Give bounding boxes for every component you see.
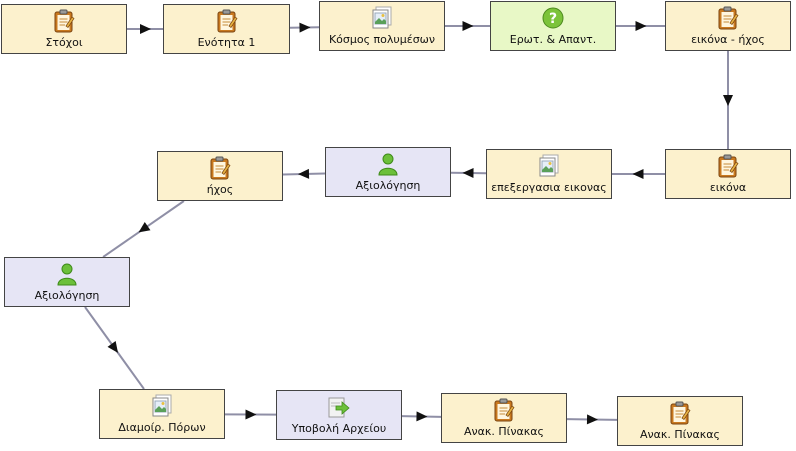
person-icon bbox=[377, 152, 399, 176]
edge-arrowhead bbox=[586, 414, 598, 425]
edge-arrowhead bbox=[723, 95, 733, 106]
node-label: Κόσμος πολυμέσων bbox=[328, 33, 436, 46]
node-enotita-1[interactable]: Ενότητα 1 bbox=[163, 4, 290, 54]
edge-arrowhead bbox=[462, 21, 474, 31]
clipboard-icon bbox=[717, 6, 739, 30]
node-label: επεξεργασια εικονας bbox=[491, 181, 607, 194]
node-epexergasia-eikonas[interactable]: επεξεργασια εικονας bbox=[486, 149, 612, 199]
node-ichos[interactable]: ήχος bbox=[157, 151, 283, 201]
svg-text:?: ? bbox=[549, 11, 557, 27]
image-icon bbox=[538, 154, 560, 178]
node-label: Ενότητα 1 bbox=[197, 36, 256, 49]
node-kosmos-polymeson[interactable]: Κόσμος πολυμέσων bbox=[319, 1, 445, 51]
upload-icon bbox=[328, 395, 350, 419]
image-icon bbox=[151, 394, 173, 418]
edge-arrowhead bbox=[140, 24, 151, 34]
node-label: Ερωτ. & Απαντ. bbox=[509, 33, 597, 46]
clipboard-icon bbox=[209, 156, 231, 180]
edge-arrowhead bbox=[245, 409, 257, 420]
node-anak-pinakas-2[interactable]: Ανακ. Πίνακας bbox=[617, 396, 743, 446]
node-eikona-ichos[interactable]: εικόνα - ήχος bbox=[665, 1, 791, 51]
node-anak-pinakas-1[interactable]: Ανακ. Πίνακας bbox=[441, 393, 567, 443]
node-ypovoli-arxeiou[interactable]: Υποβολή Αρχείου bbox=[276, 390, 402, 440]
node-label: εικόνα - ήχος bbox=[691, 33, 765, 46]
node-diamoir-poron[interactable]: Διαμοίρ. Πόρων bbox=[99, 389, 225, 439]
clipboard-icon bbox=[53, 9, 75, 33]
node-label: Στόχοι bbox=[45, 36, 83, 49]
clipboard-icon bbox=[216, 9, 238, 33]
node-label: Ανακ. Πίνακας bbox=[464, 425, 544, 438]
node-label: ήχος bbox=[206, 183, 234, 196]
node-axiologisi-2[interactable]: Αξιολόγηση bbox=[4, 257, 130, 307]
image-icon bbox=[371, 6, 393, 30]
node-label: εικόνα bbox=[709, 181, 747, 194]
edge-arrowhead bbox=[416, 411, 428, 422]
clipboard-icon bbox=[669, 401, 691, 425]
node-qa[interactable]: ? Ερωτ. & Απαντ. bbox=[490, 1, 616, 51]
node-label: Υποβολή Αρχείου bbox=[291, 422, 387, 435]
node-eikona[interactable]: εικόνα bbox=[665, 149, 791, 199]
question-icon: ? bbox=[542, 6, 564, 30]
node-label: Αξιολόγηση bbox=[355, 179, 421, 192]
clipboard-icon bbox=[717, 154, 739, 178]
edge-arrowhead bbox=[138, 222, 151, 233]
node-stochoi[interactable]: Στόχοι bbox=[1, 4, 127, 54]
node-label: Αξιολόγηση bbox=[34, 289, 100, 302]
node-label: Διαμοίρ. Πόρων bbox=[118, 421, 206, 434]
edge-arrowhead bbox=[107, 341, 119, 353]
person-icon bbox=[56, 262, 78, 286]
node-label: Ανακ. Πίνακας bbox=[640, 428, 720, 441]
edge-arrowhead bbox=[632, 169, 644, 179]
edge-arrowhead bbox=[462, 168, 474, 179]
edge-arrowhead bbox=[299, 22, 311, 33]
edge-arrowhead bbox=[298, 168, 310, 179]
edge-arrowhead bbox=[635, 21, 647, 31]
node-axiologisi-1[interactable]: Αξιολόγηση bbox=[325, 147, 451, 197]
clipboard-icon bbox=[493, 398, 515, 422]
